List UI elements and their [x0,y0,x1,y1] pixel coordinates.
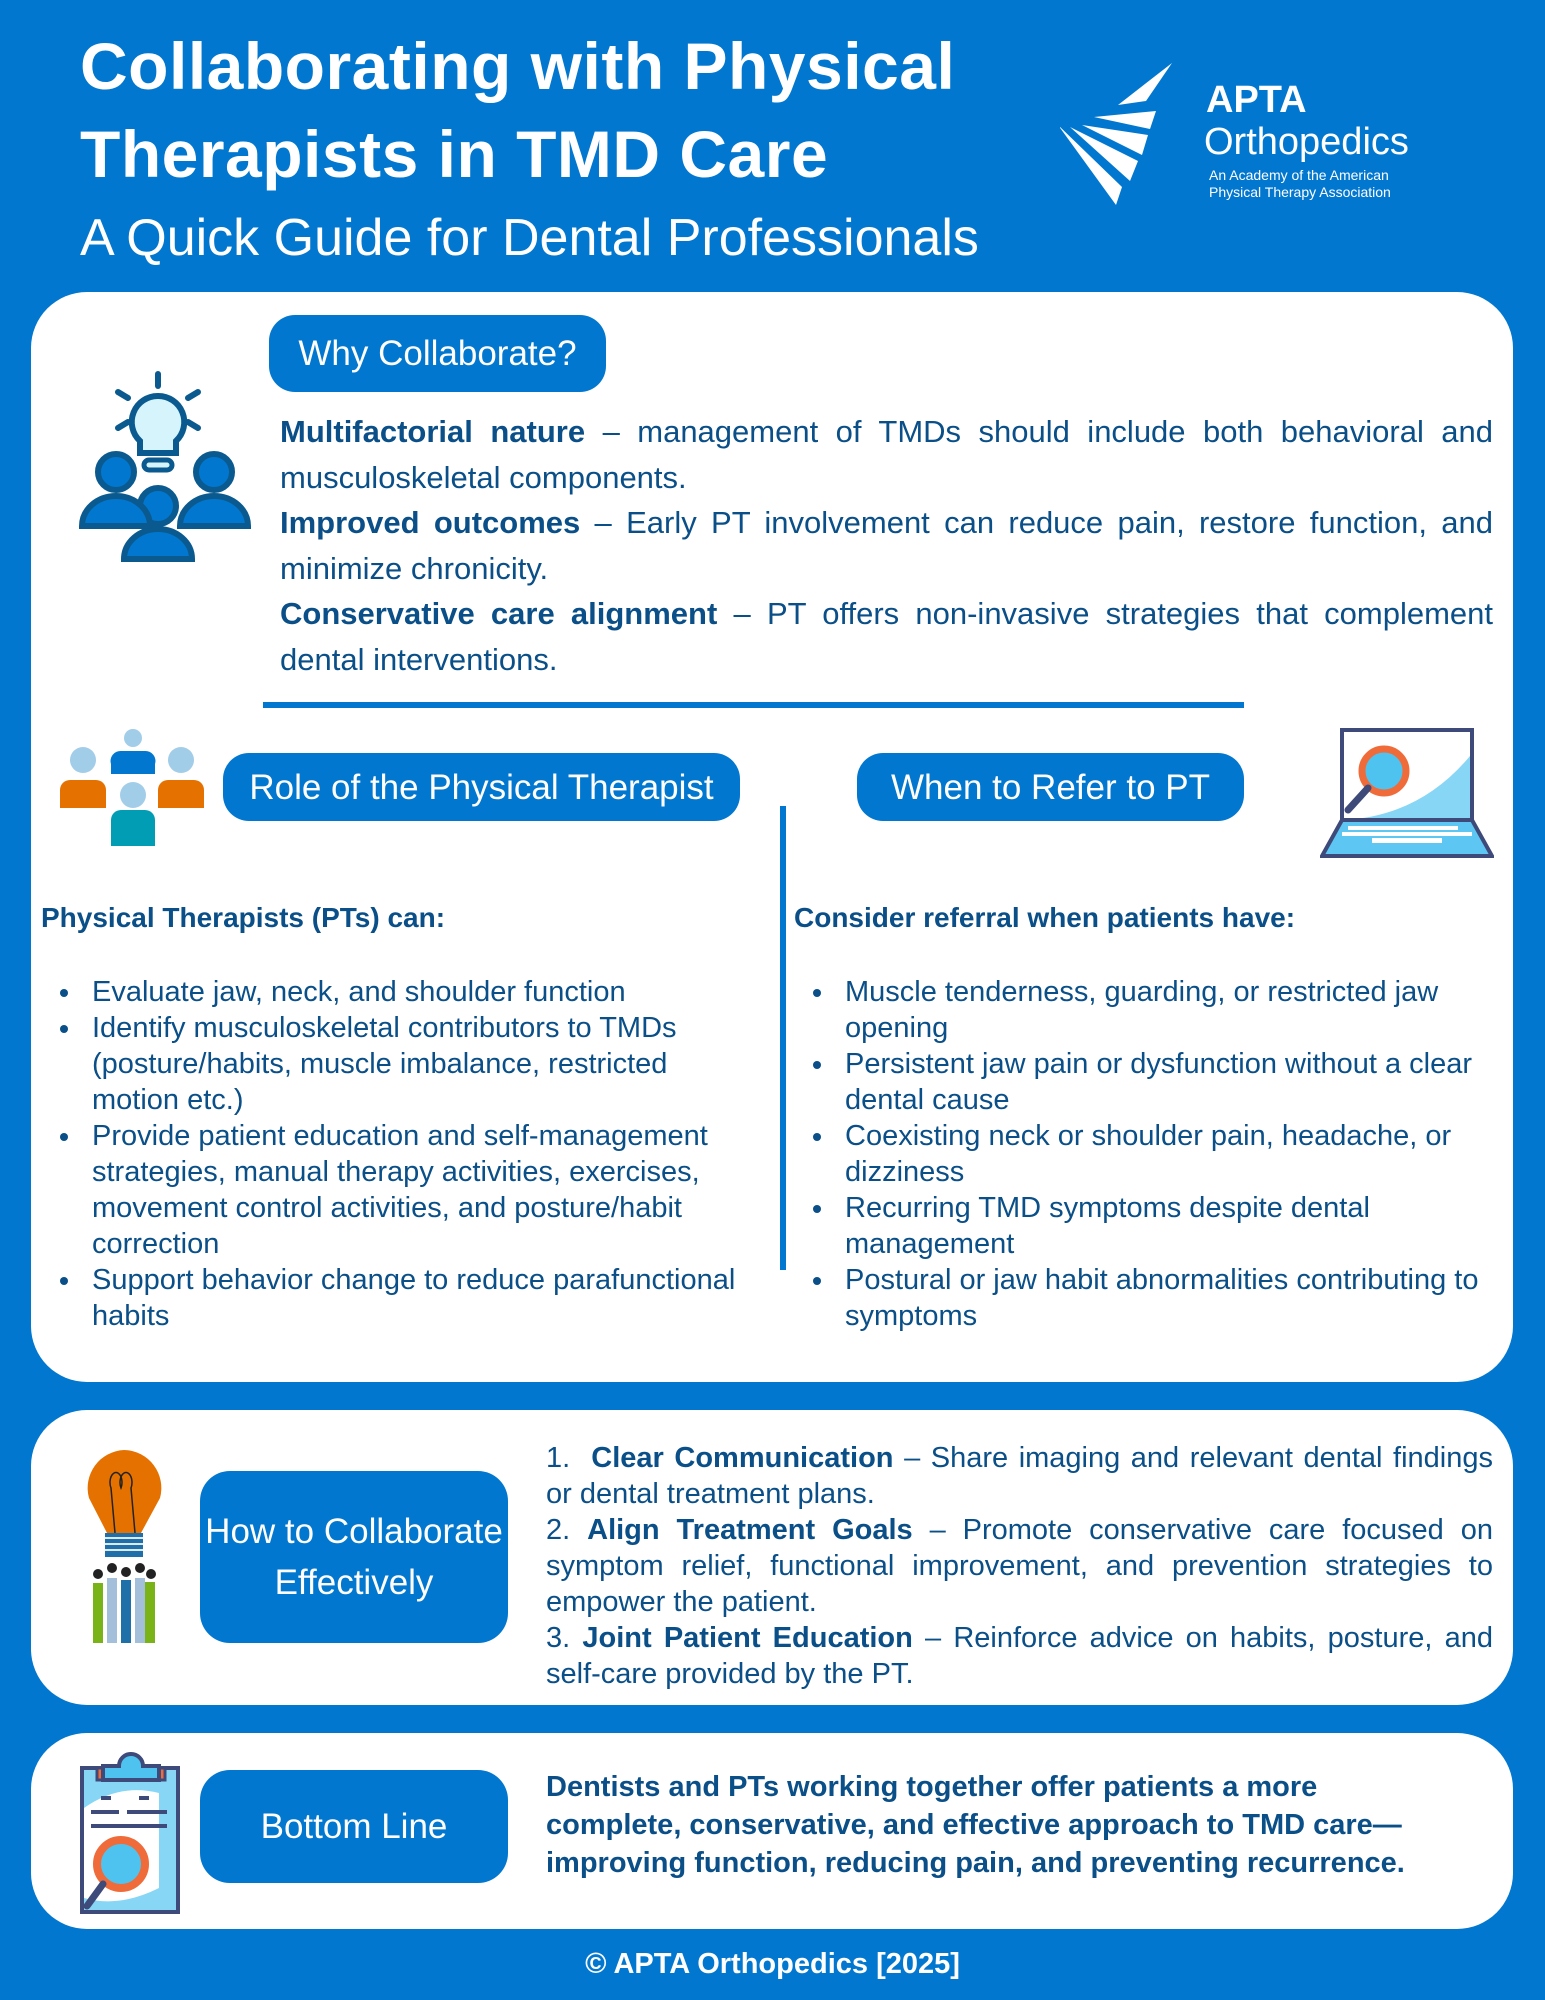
how-item-term: Align Treatment Goals [587,1514,913,1546]
why-item: Multifactorial nature – management of TM… [280,409,1493,500]
why-item-term: Improved outcomes [280,505,581,540]
role-of-pt-label: Role of the Physical Therapist [223,753,740,821]
how-item: 2. Align Treatment Goals – Promote conse… [546,1512,1493,1620]
apta-orthopedics-logo: APTA Orthopedics An Academy of the Ameri… [1060,55,1500,205]
why-item-text: – PT offers non-invasive strategies that… [280,596,1493,677]
how-item-number: 3. [546,1622,571,1654]
how-item-term: Clear Communication [591,1442,894,1474]
list-item: Muscle tenderness, guarding, or restrict… [794,974,1494,1046]
clipboard-search-icon [80,1752,180,1914]
team-icon [60,729,204,846]
role-list: Evaluate jaw, neck, and shoulder functio… [41,974,761,1334]
how-item: 3. Joint Patient Education – Reinforce a… [546,1620,1493,1692]
logo-wing-icon [1060,63,1172,205]
page-title: Collaborating with Physical Therapists i… [80,29,956,191]
logo-tagline-2: Physical Therapy Association [1209,184,1391,200]
how-item: 1. Clear Communication – Share imaging a… [546,1440,1493,1512]
role-heading: Physical Therapists (PTs) can: [41,902,446,933]
list-item: Persistent jaw pain or dysfunction witho… [794,1046,1494,1118]
lightbulb-teamwork-icon [87,1450,162,1643]
list-item: Postural or jaw habit abnormalities cont… [794,1262,1494,1334]
how-item-text: – Promote conservative care focused on s… [546,1514,1493,1618]
bottom-line-text: Dentists and PTs working together offer … [546,1771,1405,1879]
laptop-search-icon [1320,728,1494,858]
why-item: Improved outcomes – Early PT involvement… [280,500,1493,591]
how-item-text: – Share imaging and relevant dental find… [546,1442,1493,1510]
how-to-collaborate-label: How to Collaborate Effectively [200,1471,508,1643]
bottom-line-label: Bottom Line [200,1770,508,1883]
why-list: Multifactorial nature – management of TM… [280,409,1493,682]
why-item-term: Conservative care alignment [280,596,718,631]
refer-list: Muscle tenderness, guarding, or restrict… [794,974,1494,1334]
list-item: Recurring TMD symptoms despite dental ma… [794,1190,1494,1262]
logo-apta: APTA [1206,79,1307,121]
main-card [31,292,1513,1382]
logo-orthopedics: Orthopedics [1204,121,1409,163]
how-item-number: 2. [546,1514,571,1546]
when-to-refer-label: When to Refer to PT [857,753,1244,821]
refer-heading: Consider referral when patients have: [794,902,1296,933]
copyright-footer: © APTA Orthopedics [2025] [585,1948,960,1980]
list-item: Support behavior change to reduce parafu… [41,1262,761,1334]
team-idea-icon [78,371,252,562]
why-item-text: – Early PT involvement can reduce pain, … [280,505,1493,586]
list-item: Coexisting neck or shoulder pain, headac… [794,1118,1494,1190]
list-item: Provide patient education and self-manag… [41,1118,761,1262]
logo-tagline-1: An Academy of the American [1209,167,1389,183]
section-divider [263,702,1244,708]
how-item-number: 1. [546,1442,571,1474]
how-item-term: Joint Patient Education [582,1622,913,1654]
list-item: Evaluate jaw, neck, and shoulder functio… [41,974,761,1010]
why-item: Conservative care alignment – PT offers … [280,591,1493,682]
why-collaborate-label: Why Collaborate? [269,315,606,392]
column-divider [780,806,786,1270]
why-item-term: Multifactorial nature [280,414,586,449]
how-item-text: – Reinforce advice on habits, posture, a… [546,1622,1494,1690]
why-item-text: – management of TMDs should include both… [280,414,1494,495]
how-list: 1. Clear Communication – Share imaging a… [546,1440,1493,1692]
list-item: Identify musculoskeletal contributors to… [41,1010,761,1118]
page-subtitle: A Quick Guide for Dental Professionals [80,209,979,267]
